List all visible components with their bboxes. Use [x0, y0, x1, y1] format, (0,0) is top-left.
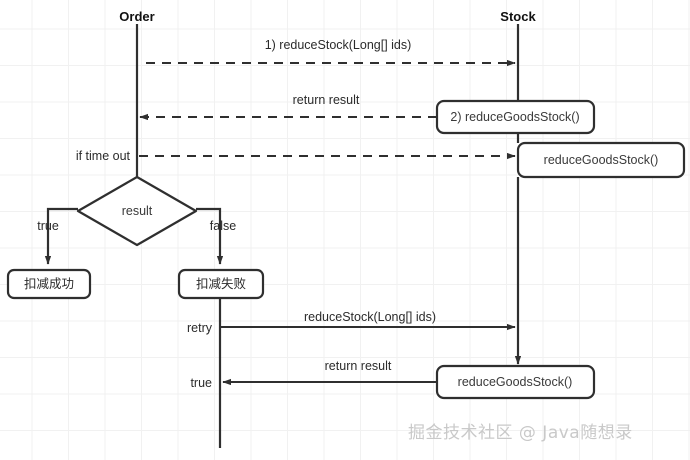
message-label-retry-call: reduceStock(Long[] ids): [303, 310, 437, 324]
message-label-reduce-stock: 1) reduceStock(Long[] ids): [264, 38, 412, 52]
message-label-return-result-1: return result: [292, 93, 360, 107]
box-label-reduce-goods-stock-3: reduceGoodsStock(): [457, 374, 573, 389]
branch-label-true: true: [37, 219, 59, 233]
box-label-reduce-goods-stock-2: reduceGoodsStock(): [543, 152, 659, 167]
decision-result-shape: [76, 175, 198, 247]
label-retry: retry: [187, 321, 212, 335]
lifeline-header-order: Order: [119, 9, 155, 24]
message-label-if-time-out: if time out: [75, 149, 130, 163]
box-label-reduce-fail: 扣减失败: [195, 275, 247, 291]
box-reduce-success: [6, 268, 92, 300]
branch-label-false: false: [209, 219, 237, 233]
box-reduce-goods-stock-2: [516, 141, 686, 179]
watermark: 掘金技术社区 @ Java随想录: [408, 423, 633, 443]
message-label-return-result-2: return result: [324, 359, 392, 373]
branch-false-path: [196, 207, 224, 265]
branch-true-path: [44, 207, 78, 265]
decision-label-result: result: [121, 203, 153, 218]
label-true-return: true: [190, 376, 212, 390]
box-label-reduce-goods-stock-1: 2) reduceGoodsStock(): [450, 109, 580, 124]
box-label-reduce-success: 扣减成功: [23, 275, 75, 291]
box-reduce-goods-stock-1: [435, 99, 596, 135]
lifeline-header-stock: Stock: [500, 9, 536, 24]
